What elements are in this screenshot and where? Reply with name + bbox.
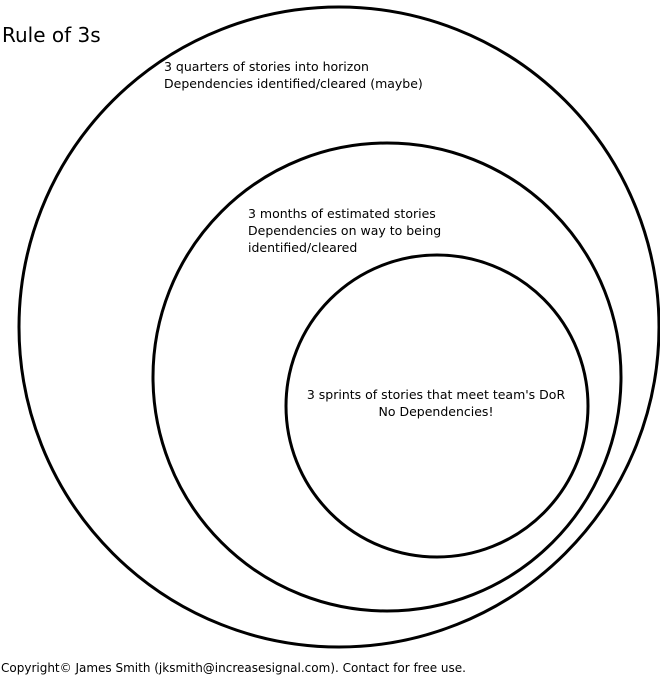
inner-label-line-2: No Dependencies!: [378, 404, 494, 419]
middle-label-line-2: Dependencies on way to being: [248, 223, 442, 238]
diagram-title: Rule of 3s: [2, 23, 101, 47]
middle-label-line-1: 3 months of estimated stories: [248, 206, 436, 221]
outer-label-line-1: 3 quarters of stories into horizon: [164, 59, 369, 74]
outer-circle-label: 3 quarters of stories into horizon Depen…: [164, 58, 423, 92]
middle-circle: [151, 141, 623, 613]
inner-circle-label: 3 sprints of stories that meet team's Do…: [292, 386, 580, 420]
middle-label-line-3: identified/cleared: [248, 240, 358, 255]
inner-label-line-1: 3 sprints of stories that meet team's Do…: [306, 387, 566, 402]
middle-circle-label: 3 months of estimated stories Dependenci…: [248, 205, 441, 256]
outer-circle: [17, 5, 660, 649]
copyright-footer: Copyright© James Smith (jksmith@increase…: [1, 661, 466, 675]
inner-circle: [284, 253, 590, 559]
outer-label-line-2: Dependencies identified/cleared (maybe): [164, 76, 423, 91]
